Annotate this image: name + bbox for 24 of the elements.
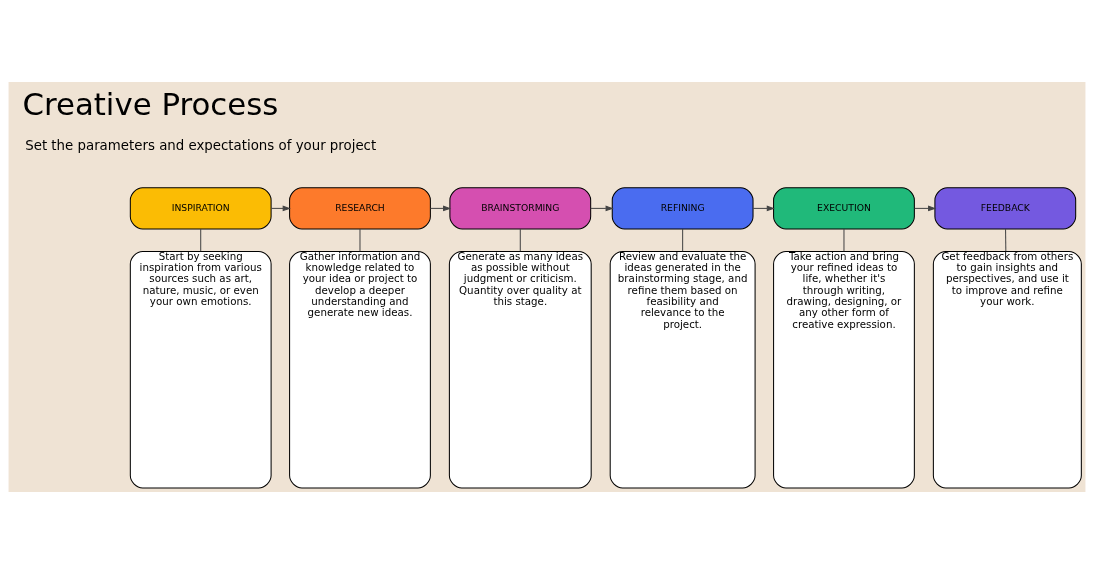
node-box: BRAINSTORMING bbox=[449, 187, 592, 230]
node-box: Gather information and knowledge related to your idea or project to develop a deeper understanding and generate new ideas. bbox=[289, 251, 431, 489]
node-box: Generate as many ideas as possible without judgment or criticism. Quantity over quality at this stage. bbox=[448, 251, 592, 489]
arrow bbox=[914, 205, 937, 212]
label: Set the parameters and expectations of your project bbox=[25, 138, 377, 154]
arrow bbox=[752, 205, 775, 212]
arrow bbox=[429, 205, 452, 212]
connector bbox=[519, 228, 521, 252]
connector bbox=[843, 228, 845, 252]
node-box: Get feedback from others to gain insights and perspectives, and use it to improve and refine your work. bbox=[932, 251, 1082, 489]
node-box: Take action and bring your refined ideas to life, whether it's through writing, drawing, designing, or any other form of creative expression. bbox=[773, 251, 915, 489]
connector bbox=[200, 228, 202, 252]
connector bbox=[682, 228, 684, 252]
node-box: REFINING bbox=[611, 187, 754, 230]
node-box: FEEDBACK bbox=[934, 187, 1077, 230]
node-box: Review and evaluate the ideas generated in the brainstorming stage, and refine them based on feasibility and relevance to the project. bbox=[609, 251, 756, 489]
connector bbox=[1005, 228, 1007, 252]
arrow bbox=[270, 205, 291, 212]
node-box: RESEARCH bbox=[289, 187, 431, 230]
connector bbox=[359, 228, 361, 252]
node-box: EXECUTION bbox=[773, 187, 915, 230]
node-box: INSPIRATION bbox=[129, 187, 272, 230]
diagram-title: Creative Process bbox=[22, 85, 279, 122]
node-box: Start by seeking inspiration from various sources such as art, nature, music, or even your own emotions. bbox=[129, 251, 272, 489]
